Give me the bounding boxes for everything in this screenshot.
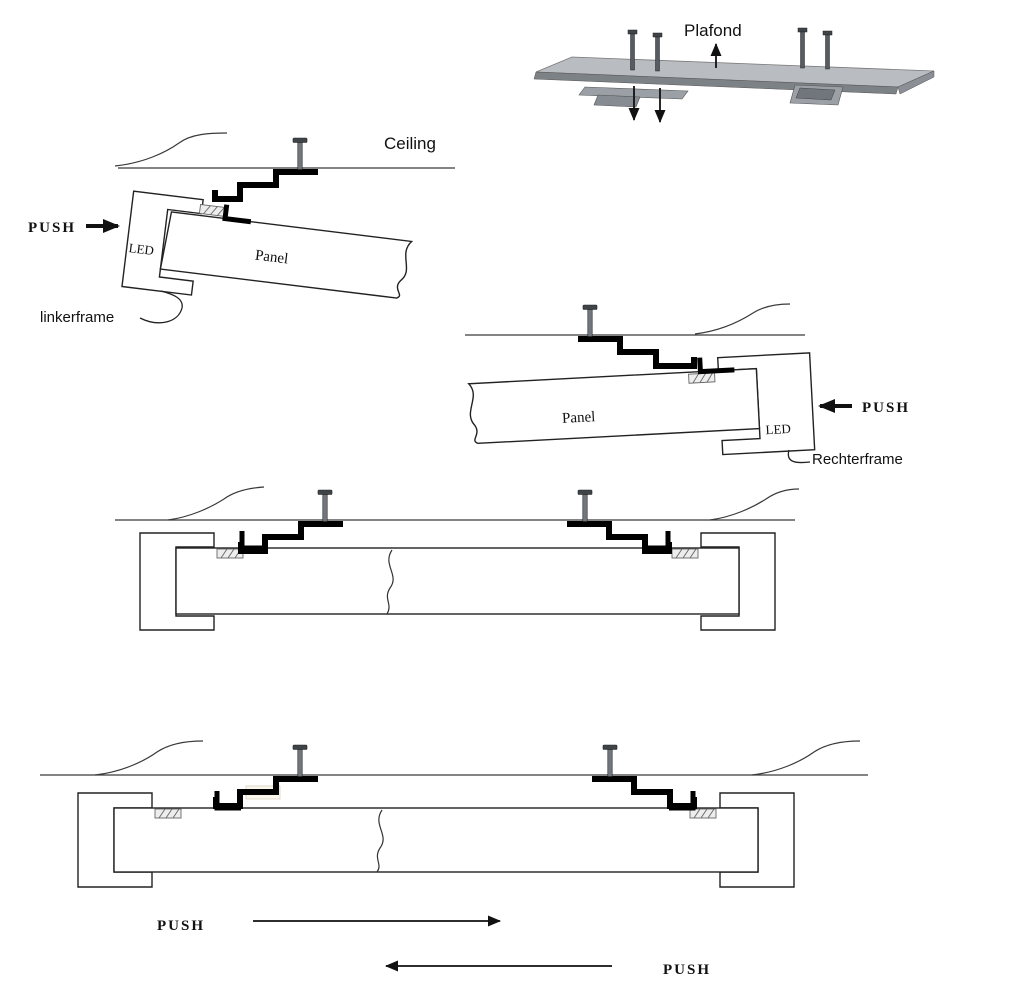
- ceiling-break-curve: [114, 132, 228, 167]
- diagram-assembled-section: [115, 486, 800, 631]
- screw-icon: [292, 744, 308, 777]
- panel-clip: [222, 204, 252, 225]
- push-right-label: PUSH: [157, 918, 205, 934]
- gasket-hatch-line: [210, 206, 218, 216]
- led-label: LED: [765, 421, 791, 437]
- panel-label: Panel: [562, 409, 596, 427]
- diagram-3d-overview: Plafond: [533, 21, 935, 123]
- plafond-label: Plafond: [684, 21, 742, 40]
- diagram-left-frame-section: Ceiling LED Panel PUSH linkerframe: [28, 132, 455, 326]
- panel-body: [467, 367, 761, 445]
- screw-icon: [602, 744, 618, 777]
- panel-clip: [697, 357, 735, 375]
- gasket-hatch-line: [216, 207, 225, 216]
- rechterframe-leader: [787, 449, 811, 464]
- right-frame-profile: [700, 532, 776, 631]
- gasket-hatch: [154, 808, 182, 819]
- ceiling-break-curve: [751, 740, 861, 776]
- panel-break-curve: [386, 549, 394, 615]
- screw-icon: [577, 489, 593, 522]
- push-label: PUSH: [862, 400, 910, 416]
- panel-label: Panel: [254, 248, 289, 268]
- screw-icon: [317, 489, 333, 522]
- panel-body: [113, 807, 759, 873]
- panel-body: [159, 211, 414, 299]
- screw-icon: [292, 137, 308, 170]
- gasket-hatch-line: [706, 372, 713, 383]
- gasket-hatch-line: [172, 808, 180, 819]
- left-frame-profile: [139, 532, 215, 631]
- mounting-bracket: [592, 776, 697, 809]
- gasket-hatch-line: [227, 548, 235, 559]
- panel-break-curve: [376, 809, 384, 873]
- mounting-bracket: [212, 169, 318, 202]
- gasket-hatch-line: [692, 373, 699, 384]
- ceiling-label: Ceiling: [384, 134, 436, 153]
- ceiling-break-curve: [167, 486, 265, 521]
- gasket-hatch-line: [699, 373, 706, 383]
- gasket-hatch-line: [689, 548, 697, 559]
- gasket-hatch-line: [682, 548, 690, 559]
- ceiling-break-curve: [94, 740, 204, 776]
- gasket-hatch-line: [700, 808, 708, 819]
- gasket-hatch-line: [675, 548, 683, 559]
- screw-icon: [627, 29, 638, 71]
- diagram-slide-section: PUSH PUSH: [40, 740, 868, 978]
- gasket-hatch-line: [165, 808, 173, 819]
- linkerframe-leader: [139, 290, 183, 324]
- gasket-hatch: [671, 548, 699, 559]
- panel-body: [175, 547, 740, 615]
- left-frame-profile: [121, 190, 204, 296]
- screw-icon: [652, 32, 663, 72]
- hanger-bracket-right-inner: [795, 87, 836, 101]
- linkerframe-label: linkerframe: [40, 309, 114, 326]
- hanger-bracket-left-lower: [593, 94, 641, 108]
- gasket-hatch: [689, 808, 717, 819]
- ceiling-break-curve: [709, 488, 800, 521]
- mounting-bracket: [578, 336, 697, 369]
- mounting-bracket: [238, 521, 343, 554]
- tilted-panel-assembly: LED Panel: [121, 190, 414, 299]
- led-label: LED: [128, 240, 155, 258]
- screw-icon: [822, 30, 833, 70]
- gasket-hatch-line: [707, 808, 715, 819]
- screw-icon: [797, 27, 808, 69]
- mounting-bracket: [213, 776, 318, 809]
- push-label: PUSH: [28, 220, 76, 236]
- gasket-hatch-line: [693, 808, 701, 819]
- gasket-hatch-line: [158, 808, 166, 819]
- gasket-hatch: [688, 372, 716, 384]
- diagram-right-frame-section: Panel LED PUSH Rechterframe: [465, 303, 910, 468]
- gasket-hatch-line: [203, 205, 211, 215]
- ceiling-slab-end: [897, 70, 935, 95]
- ceiling-break-curve: [694, 303, 791, 335]
- tilted-panel-assembly: Panel LED: [467, 352, 816, 456]
- mounting-bracket: [567, 521, 672, 554]
- gasket-hatch: [198, 203, 227, 218]
- screw-icon: [582, 304, 598, 337]
- push-left-label: PUSH: [663, 962, 711, 978]
- gasket-hatch-line: [220, 548, 228, 559]
- rechterframe-label: Rechterframe: [812, 451, 903, 468]
